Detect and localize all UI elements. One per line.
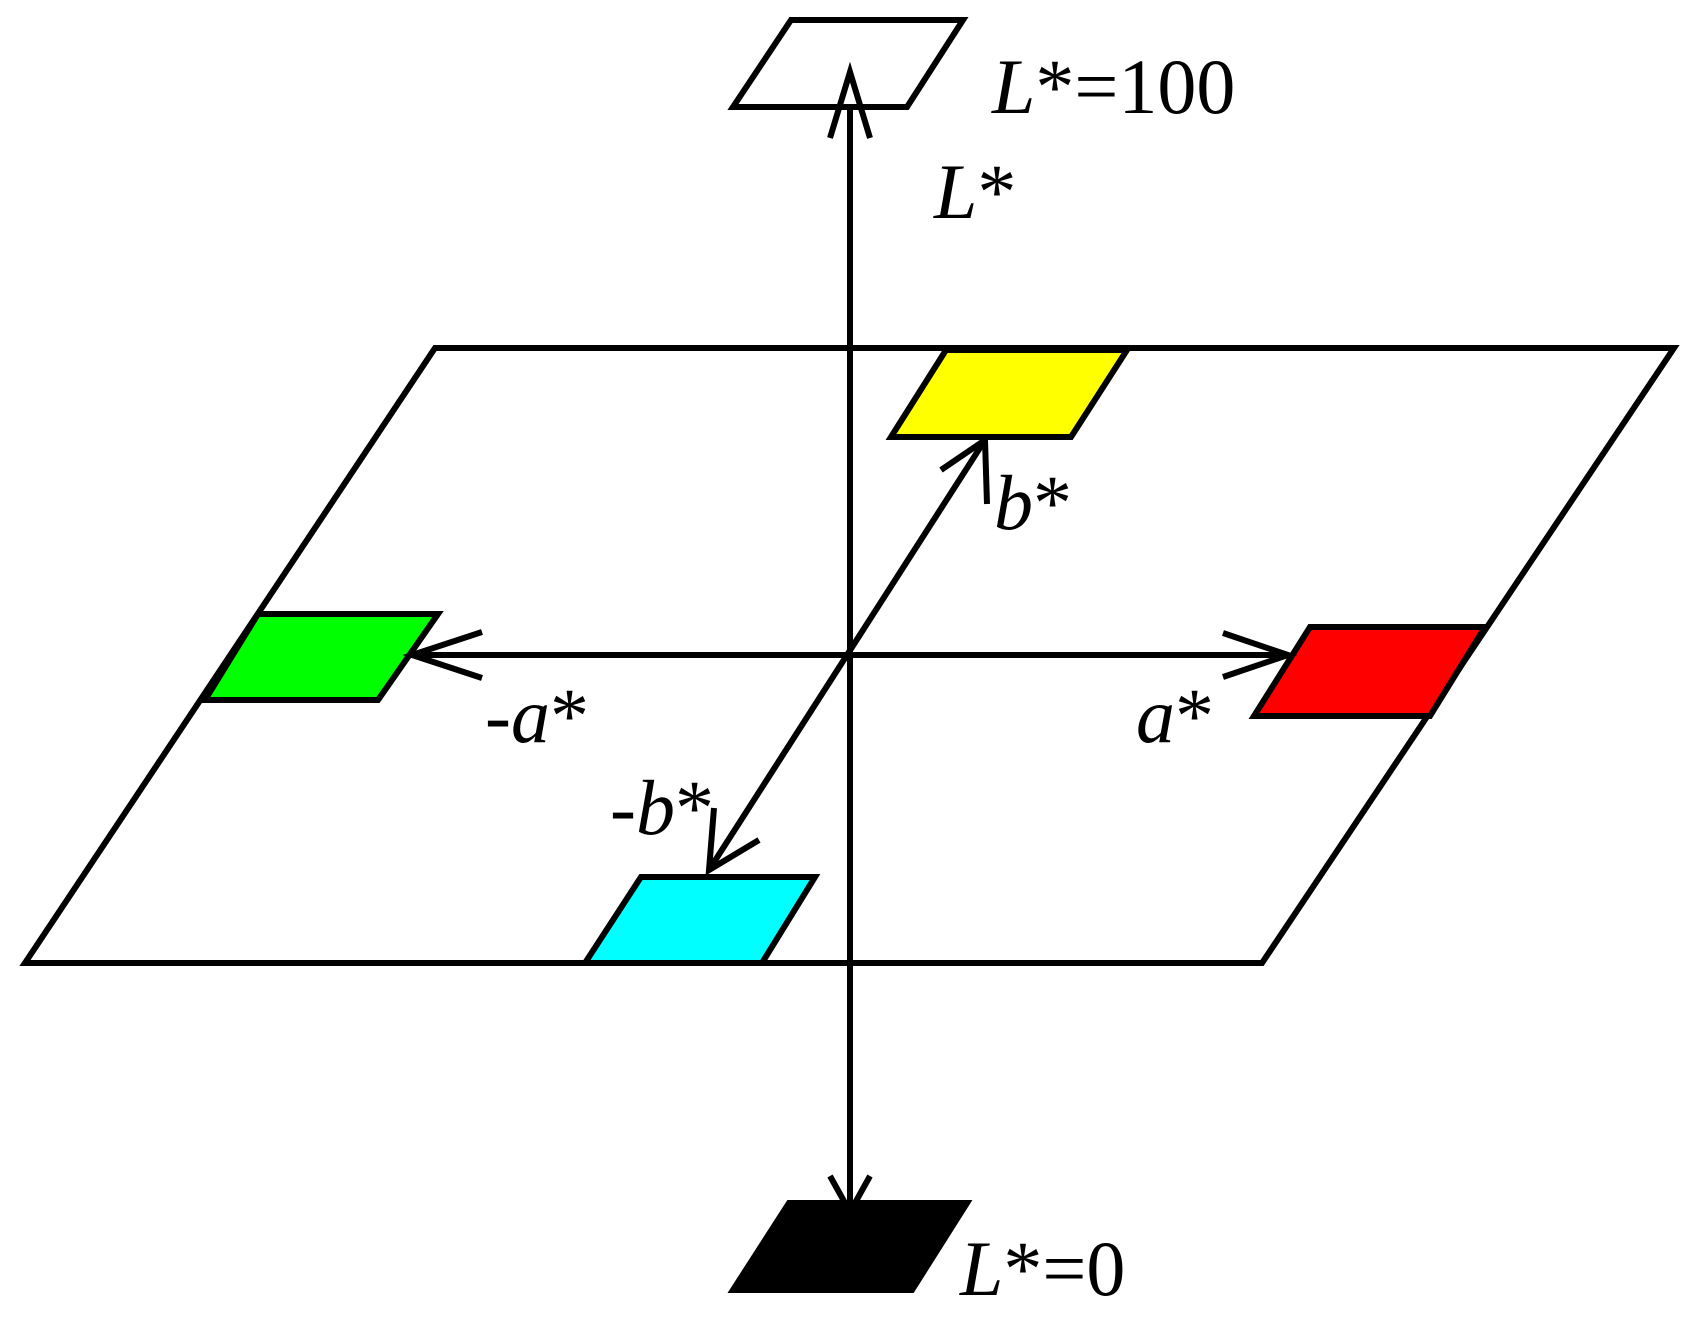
yellow-patch-b-positive xyxy=(885,347,1133,440)
label-l-0: L*=0 xyxy=(959,1225,1125,1312)
b-axis-arrowhead-up xyxy=(939,434,990,505)
l-axis-arrowhead-down xyxy=(827,1174,873,1219)
label-a-negative: -a* xyxy=(485,672,589,759)
label-b-positive: b* xyxy=(994,459,1072,546)
red-patch-a-positive xyxy=(1248,624,1491,719)
a-axis-arrowhead-right xyxy=(1222,630,1298,680)
label-b-negative: -b* xyxy=(610,764,714,851)
b-axis-line xyxy=(706,438,988,872)
white-patch-l100 xyxy=(727,17,969,110)
label-a-positive: a* xyxy=(1136,672,1214,759)
l-axis-arrowhead-up xyxy=(827,61,873,139)
b-axis-arrowhead-down xyxy=(705,807,761,876)
green-patch-a-negative xyxy=(199,611,444,703)
black-patch-l0 xyxy=(727,1200,973,1293)
label-l-axis: L* xyxy=(933,148,1016,235)
cyan-patch-b-negative xyxy=(579,874,821,966)
a-axis-arrowhead-left xyxy=(402,629,483,681)
label-l-100: L*=100 xyxy=(991,43,1235,130)
